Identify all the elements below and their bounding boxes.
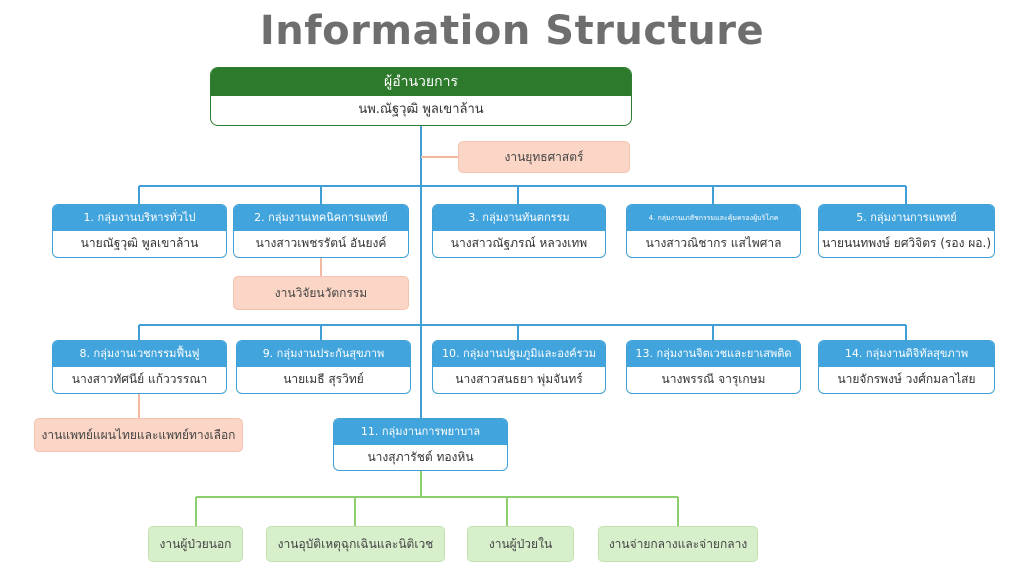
dept-head-name: นายจักรพงษ์ วงศ์กมลาไสย bbox=[837, 372, 976, 386]
dept-header: 9. กลุ่มงานประกันสุขภาพ bbox=[237, 341, 410, 367]
director-role: ผู้อำนวยการ bbox=[211, 68, 631, 96]
dept-box-3: 3. กลุ่มงานทันตกรรม นางสาวณัฐภรณ์ หลวงเท… bbox=[432, 204, 606, 258]
dept-head-name: นางสาวณัฐภรณ์ หลวงเทพ bbox=[450, 236, 588, 250]
dept-box-2: 2. กลุ่มงานเทคนิคการแพทย์ นางสาวเพชรรัตน… bbox=[233, 204, 409, 258]
dept-head-name: นางสาวณิชากร แสไพศาล bbox=[645, 236, 782, 250]
dept-header: 3. กลุ่มงานทันตกรรม bbox=[433, 205, 605, 231]
dept-head-name: นายเมธี สุรวิทย์ bbox=[283, 372, 364, 386]
dept-box-5: 5. กลุ่มงานการแพทย์ นายนนทพงษ์ ยศวิจิตร … bbox=[818, 204, 995, 258]
nursing-unit-2: งานอุบัติเหตุฉุกเฉินและนิติเวช bbox=[266, 526, 445, 562]
research-unit-box: งานวิจัยนวัตกรรม bbox=[233, 276, 409, 310]
dept-box-14: 14. กลุ่มงานดิจิทัลสุขภาพ นายจักรพงษ์ วง… bbox=[818, 340, 995, 394]
director-box: ผู้อำนวยการ นพ.ณัฐวุฒิ พูลเขาล้าน bbox=[210, 67, 632, 126]
dept-header: 2. กลุ่มงานเทคนิคการแพทย์ bbox=[234, 205, 408, 231]
dept-box-13: 13. กลุ่มงานจิตเวชและยาเสพติด นางพรรณี จ… bbox=[626, 340, 801, 394]
nursing-unit-4: งานจ่ายกลางและจ่ายกลาง bbox=[598, 526, 758, 562]
dept-header: 4. กลุ่มงานเภสัชกรรมและคุ้มครองผู้บริโภค bbox=[627, 205, 800, 231]
dept-header: 14. กลุ่มงานดิจิทัลสุขภาพ bbox=[819, 341, 994, 367]
nursing-unit-3: งานผู้ป่วยใน bbox=[467, 526, 574, 562]
diagram-title: Information Structure bbox=[259, 8, 765, 54]
thai-med-unit-box: งานแพทย์แผนไทยและแพทย์ทางเลือก bbox=[34, 418, 243, 452]
dept-head-name: นายณัฐวุฒิ พูลเขาล้าน bbox=[80, 236, 199, 250]
dept-header: 10. กลุ่มงานปฐมภูมิและองค์รวม bbox=[433, 341, 605, 367]
strategy-unit-box: งานยุทธศาสตร์ bbox=[458, 141, 630, 173]
dept-header: 8. กลุ่มงานเวชกรรมฟื้นฟู bbox=[53, 341, 226, 367]
dept-box-10: 10. กลุ่มงานปฐมภูมิและองค์รวม นางสาวสนธย… bbox=[432, 340, 606, 394]
director-name: นพ.ณัฐวุฒิ พูลเขาล้าน bbox=[358, 102, 484, 117]
dept-box-9: 9. กลุ่มงานประกันสุขภาพ นายเมธี สุรวิทย์ bbox=[236, 340, 411, 394]
dept-box-1: 1. กลุ่มงานบริหารทั่วไป นายณัฐวุฒิ พูลเข… bbox=[52, 204, 227, 258]
dept-box-4: 4. กลุ่มงานเภสัชกรรมและคุ้มครองผู้บริโภค… bbox=[626, 204, 801, 258]
dept-header: 13. กลุ่มงานจิตเวชและยาเสพติด bbox=[627, 341, 800, 367]
dept-header: 5. กลุ่มงานการแพทย์ bbox=[819, 205, 994, 231]
dept-head-name: นางสาวสนธยา พุ่มจันทร์ bbox=[455, 372, 583, 386]
nursing-unit-1: งานผู้ป่วยนอก bbox=[148, 526, 243, 562]
dept-head-name: นางสาวเพชรรัตน์ อันยงค์ bbox=[255, 236, 387, 250]
nursing-dept-box: 11. กลุ่มงานการพยาบาล นางสุภารัชต์ ทองหิ… bbox=[333, 418, 508, 471]
dept-head-name: นายนนทพงษ์ ยศวิจิตร (รอง ผอ.) bbox=[822, 236, 991, 250]
dept-head-name: นางสุภารัชต์ ทองหิน bbox=[367, 450, 474, 464]
dept-head-name: นางพรรณี จารุเกษม bbox=[661, 372, 766, 386]
dept-head-name: นางสาวทัศนีย์ แก้ววรรณา bbox=[71, 372, 208, 386]
dept-header: 11. กลุ่มงานการพยาบาล bbox=[334, 419, 507, 445]
dept-header: 1. กลุ่มงานบริหารทั่วไป bbox=[53, 205, 226, 231]
dept-box-8: 8. กลุ่มงานเวชกรรมฟื้นฟู นางสาวทัศนีย์ แ… bbox=[52, 340, 227, 394]
